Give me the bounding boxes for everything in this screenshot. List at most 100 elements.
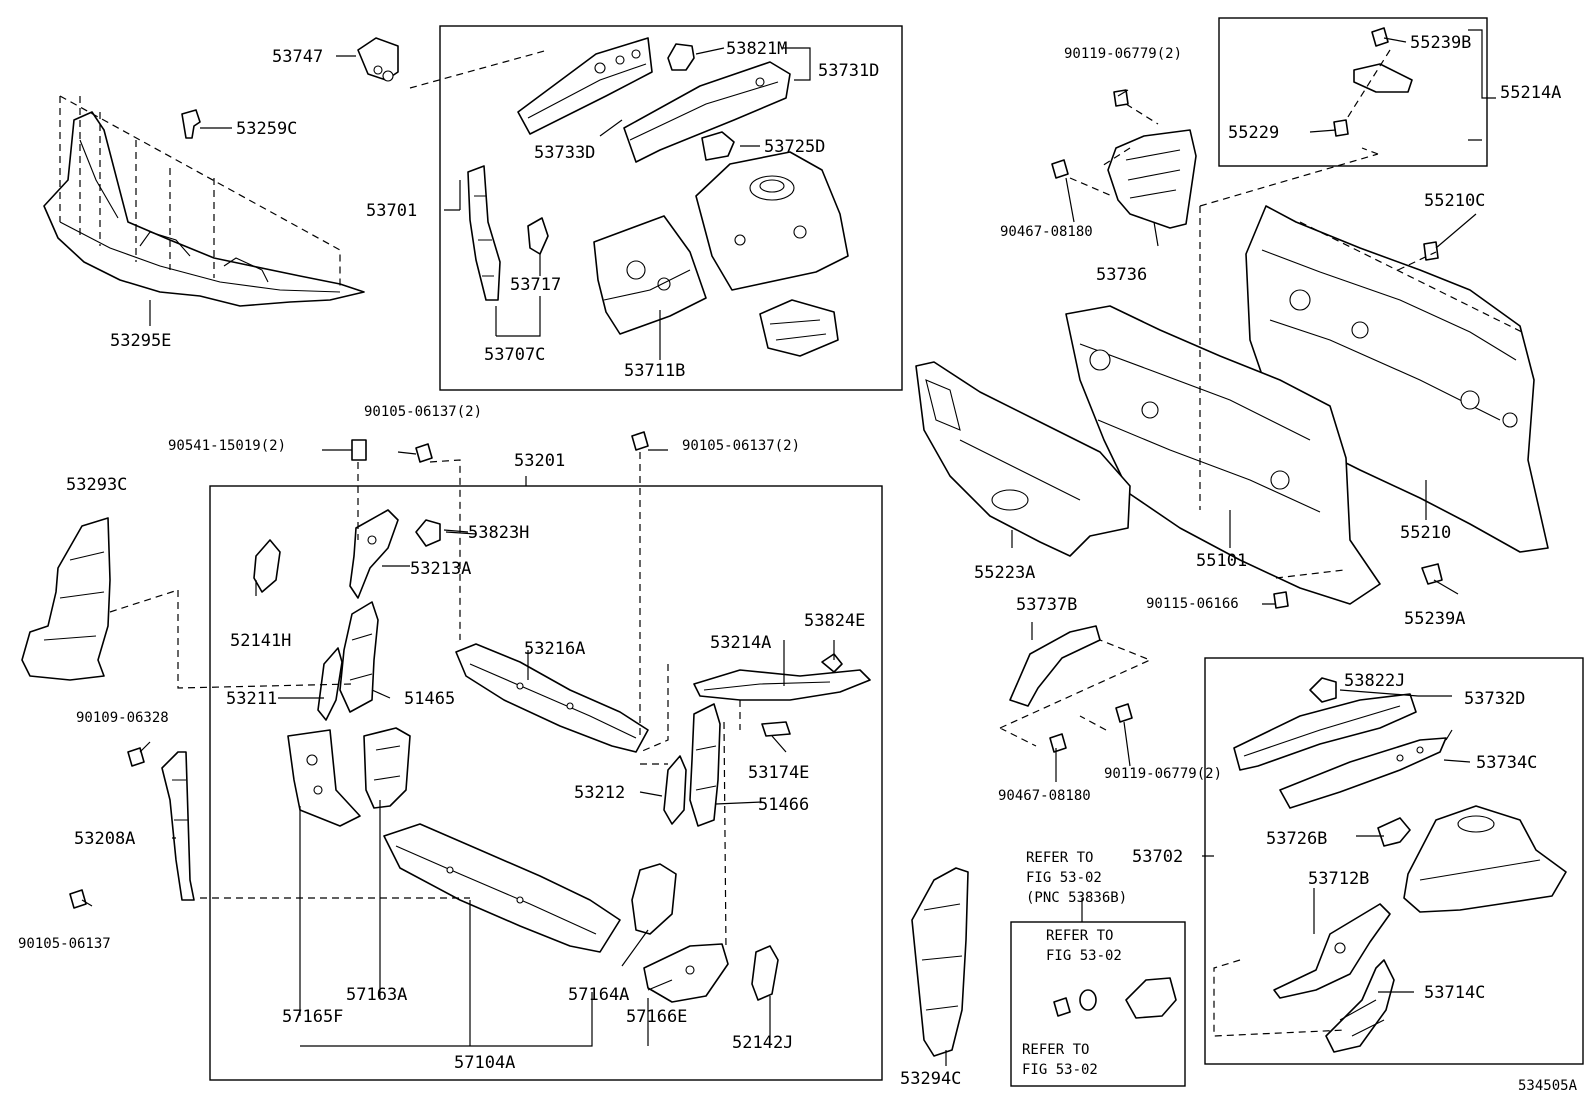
label-55210c: 55210C xyxy=(1424,191,1485,211)
label-53821m: 53821M xyxy=(726,39,787,59)
part-53711b-apron xyxy=(593,215,707,335)
label-52141h: 52141H xyxy=(230,631,291,651)
dash-lines xyxy=(109,49,1523,1037)
label-53701: 53701 xyxy=(366,201,417,221)
part-57163a-bracket xyxy=(363,727,411,809)
label-53214a: 53214A xyxy=(710,633,771,653)
label-55214a: 55214A xyxy=(1500,83,1561,103)
label-53712b: 53712B xyxy=(1308,869,1369,889)
group-box-refer xyxy=(1010,921,1186,1087)
label-53717: 53717 xyxy=(510,275,561,295)
part-90541-spacer xyxy=(351,439,367,461)
leader-lines xyxy=(81,29,1496,1066)
part-53726b-bracket xyxy=(1377,817,1411,847)
group-box-53702 xyxy=(1204,657,1584,1065)
part-apron-upper xyxy=(695,151,849,291)
part-90105-bolt-c xyxy=(69,889,87,909)
part-53174e-pad xyxy=(761,721,791,737)
label-53822j: 53822J xyxy=(1344,671,1405,691)
leader-53295e-a xyxy=(59,95,341,290)
label-53725d: 53725D xyxy=(764,137,825,157)
label-53707c: 53707C xyxy=(484,345,545,365)
part-55223a-insulator xyxy=(915,361,1131,557)
part-53717-bracket xyxy=(527,217,549,255)
label-53736: 53736 xyxy=(1096,265,1147,285)
label-53823h: 53823H xyxy=(468,523,529,543)
part-57166e-bracket xyxy=(643,943,729,1003)
part-90115-bolt xyxy=(1273,591,1289,609)
refer-note-1-line-1: REFER TO xyxy=(1026,850,1093,866)
label-57104a: 57104A xyxy=(454,1053,515,1073)
part-53737b-shield xyxy=(1009,625,1101,707)
label-53733d: 53733D xyxy=(534,143,595,163)
part-90105-bolt-a xyxy=(415,443,433,463)
part-53295e-cover xyxy=(43,111,365,307)
part-53823h-clip xyxy=(415,519,441,547)
part-53747-bracket xyxy=(357,37,399,82)
part-53213a-bracket xyxy=(349,509,399,599)
part-refer-bolt xyxy=(1053,989,1097,1017)
label-90105-b: 90105-06137(2) xyxy=(682,438,800,454)
part-53734c-rail xyxy=(1279,737,1447,809)
part-90105-bolt-b xyxy=(631,431,649,451)
refer-note-3-line-2: FIG 53-02 xyxy=(1022,1062,1098,1078)
part-57104a-crossmember xyxy=(383,823,621,953)
part-53822j-clip xyxy=(1309,677,1337,703)
part-53824e-clip xyxy=(821,653,843,673)
label-53702: 53702 xyxy=(1132,847,1183,867)
part-53702-apron xyxy=(1403,805,1567,913)
part-53214a-member xyxy=(693,669,871,701)
label-55239a: 55239A xyxy=(1404,609,1465,629)
label-53714c: 53714C xyxy=(1424,983,1485,1003)
label-53216a: 53216A xyxy=(524,639,585,659)
part-53259c-clip xyxy=(181,109,201,139)
part-51466-support xyxy=(689,703,721,827)
label-53711b: 53711B xyxy=(624,361,685,381)
part-55210c-plug xyxy=(1423,241,1439,261)
label-52142j: 52142J xyxy=(732,1033,793,1053)
part-57164a-bracket xyxy=(631,863,677,935)
part-53736-shield xyxy=(1107,129,1197,229)
part-53731d-member xyxy=(623,61,791,163)
label-53174e: 53174E xyxy=(748,763,809,783)
part-55239a-clip xyxy=(1421,563,1443,585)
label-53295e: 53295E xyxy=(110,331,171,351)
label-53211: 53211 xyxy=(226,689,277,709)
part-53714c-reinforcement xyxy=(1325,959,1395,1053)
part-apron-lower-bracket xyxy=(759,299,839,357)
label-90115: 90115-06166 xyxy=(1146,596,1239,612)
label-53259c: 53259C xyxy=(236,119,297,139)
label-90105-c: 90105-06137 xyxy=(18,936,111,952)
part-53732d-member xyxy=(1233,693,1417,771)
part-55210-insulator xyxy=(1245,205,1549,553)
label-53747: 53747 xyxy=(272,47,323,67)
part-90119-bolt-a xyxy=(1113,89,1129,107)
label-57163a: 57163A xyxy=(346,985,407,1005)
label-51466: 51466 xyxy=(758,795,809,815)
label-90119-a: 90119-06779(2) xyxy=(1064,46,1182,62)
label-90109: 90109-06328 xyxy=(76,710,169,726)
label-57164a: 57164A xyxy=(568,985,629,1005)
label-55229: 55229 xyxy=(1228,123,1279,143)
part-53294c-duct xyxy=(911,867,969,1057)
label-90541: 90541-15019(2) xyxy=(168,438,286,454)
part-53208a-pillar xyxy=(161,751,195,901)
part-55239b-clip xyxy=(1371,27,1389,47)
label-51465: 51465 xyxy=(404,689,455,709)
label-57166e: 57166E xyxy=(626,1007,687,1027)
label-90467-a: 90467-08180 xyxy=(1000,224,1093,240)
part-52142j-bracket xyxy=(751,945,779,1001)
label-53734c: 53734C xyxy=(1476,753,1537,773)
label-90467-b: 90467-08180 xyxy=(998,788,1091,804)
label-55239b: 55239B xyxy=(1410,33,1471,53)
label-53293c: 53293C xyxy=(66,475,127,495)
part-90109-bolt xyxy=(127,747,145,767)
refer-note-1-line-2: FIG 53-02 xyxy=(1026,870,1102,886)
label-53732d: 53732D xyxy=(1464,689,1525,709)
part-53821m-bracket xyxy=(667,43,695,71)
group-box-53701 xyxy=(439,25,903,391)
part-52141h-bracket xyxy=(253,539,281,593)
label-55101: 55101 xyxy=(1196,551,1247,571)
label-53294c: 53294C xyxy=(900,1069,961,1089)
